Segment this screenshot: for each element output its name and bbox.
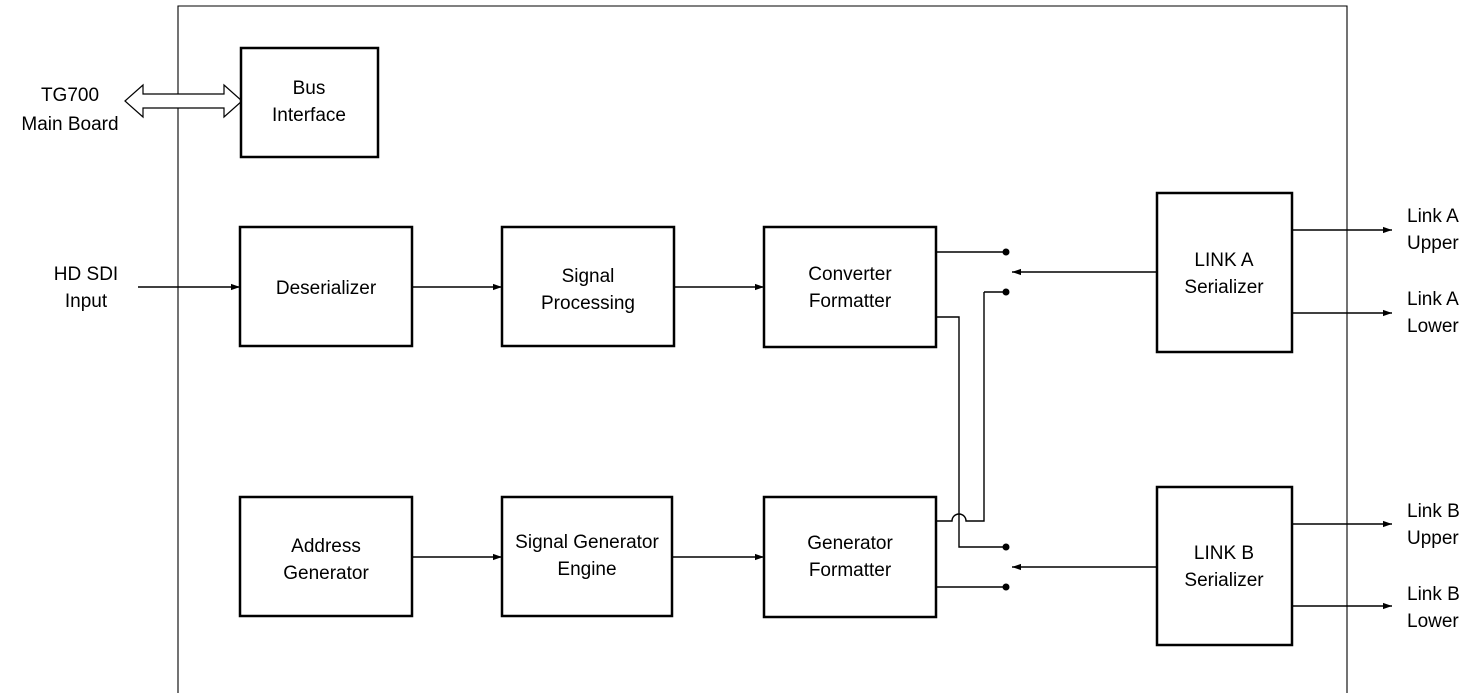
signal-generator-engine-label-2: Engine xyxy=(557,559,616,580)
converter-formatter-label-2: Formatter xyxy=(809,291,892,312)
switch-a-upper-contact xyxy=(1002,248,1010,256)
link-a-lower-label-1: Link A xyxy=(1407,289,1459,310)
converter-to-switch-b-wire xyxy=(936,316,1006,548)
generator-formatter-label-2: Formatter xyxy=(809,560,892,581)
deserializer-label: Deserializer xyxy=(276,278,377,299)
bus-interface-block xyxy=(239,46,380,159)
link-b-serializer-label-1: LINK B xyxy=(1194,543,1254,564)
link-a-upper-label-2: Upper xyxy=(1407,233,1459,254)
converter-formatter-block xyxy=(762,225,938,349)
link-a-serializer-label-2: Serializer xyxy=(1184,277,1264,298)
hd-sdi-label-1: HD SDI xyxy=(54,264,118,285)
bus-interface-label-1: Bus xyxy=(293,78,326,99)
switch-b-upper-contact xyxy=(1002,543,1010,551)
link-a-serializer-label-1: LINK A xyxy=(1194,250,1253,271)
address-generator-block xyxy=(238,495,414,618)
converter-formatter-label-1: Converter xyxy=(808,264,892,285)
main-board-label-1: TG700 xyxy=(41,85,99,106)
link-b-lower-label-1: Link B xyxy=(1407,584,1460,605)
hd-sdi-label-2: Input xyxy=(65,291,108,312)
address-generator-label-1: Address xyxy=(291,536,361,557)
generator-formatter-block xyxy=(762,495,938,619)
address-generator-label-2: Generator xyxy=(283,563,369,584)
link-a-serializer-block xyxy=(1155,191,1294,354)
bus-interface-label-2: Interface xyxy=(272,105,346,126)
generator-formatter-label-1: Generator xyxy=(807,533,893,554)
board-outline xyxy=(177,5,1348,693)
signal-generator-engine-label-1: Signal Generator xyxy=(515,532,659,553)
signal-processing-label-1: Signal xyxy=(562,266,615,287)
link-a-upper-label-1: Link A xyxy=(1407,206,1459,227)
link-b-upper-label-2: Upper xyxy=(1407,528,1459,549)
link-b-serializer-block xyxy=(1155,485,1294,647)
link-a-lower-label-2: Lower xyxy=(1407,316,1459,337)
main-board-label-2: Main Board xyxy=(21,114,118,135)
signal-generator-engine-block xyxy=(500,495,674,618)
bus-double-arrow xyxy=(124,83,243,119)
link-b-lower-label-2: Lower xyxy=(1407,611,1459,632)
signal-processing-label-2: Processing xyxy=(541,293,635,314)
link-b-upper-label-1: Link B xyxy=(1407,501,1460,522)
signal-processing-block xyxy=(500,225,676,348)
generator-to-switch-a-wire xyxy=(936,292,985,522)
link-b-serializer-label-2: Serializer xyxy=(1184,570,1264,591)
